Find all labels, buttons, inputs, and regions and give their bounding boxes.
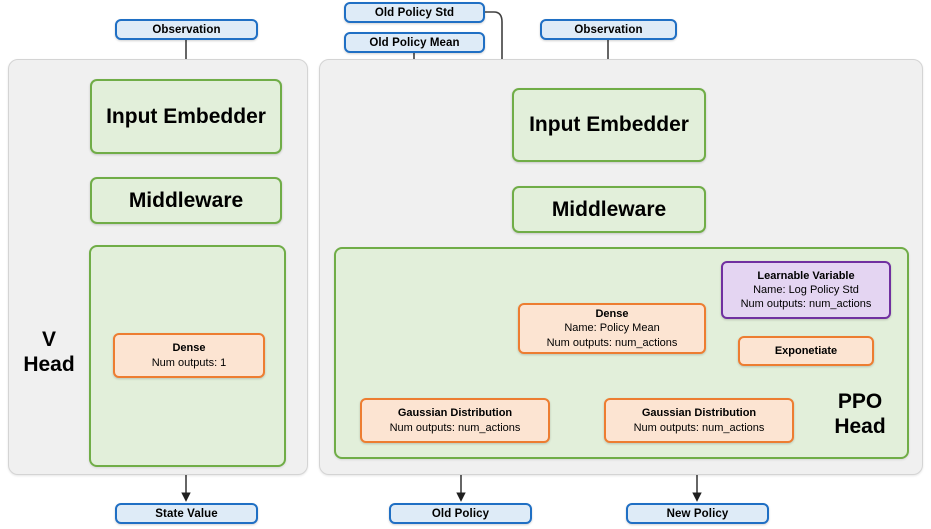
exponentiate-block[interactable]: Exponetiate: [738, 336, 874, 366]
dense-policy-mean[interactable]: Dense Name: Policy Mean Num outputs: num…: [518, 303, 706, 354]
dense-policy-mean-num-outputs: Num outputs: num_actions: [546, 336, 678, 349]
gaussian-distribution-new-policy[interactable]: Gaussian Distribution Num outputs: num_a…: [604, 398, 794, 443]
gaussian-old-title: Gaussian Distribution: [397, 407, 513, 420]
observation-input-ppo-head-label: Observation: [574, 23, 643, 36]
old-policy-mean-input-label: Old Policy Mean: [369, 36, 460, 49]
dense-v-head-num-outputs: Num outputs: 1: [151, 356, 227, 369]
observation-input-v-head[interactable]: Observation: [115, 19, 258, 40]
gaussian-distribution-old-policy[interactable]: Gaussian Distribution Num outputs: num_a…: [360, 398, 550, 443]
input-embedder-ppo-head-label: Input Embedder: [529, 113, 689, 136]
gaussian-new-num-outputs: Num outputs: num_actions: [633, 421, 765, 434]
v-head-label-line2: Head: [23, 352, 75, 376]
state-value-output-label: State Value: [155, 507, 218, 520]
dense-v-head[interactable]: Dense Num outputs: 1: [113, 333, 265, 378]
middleware-v-head-label: Middleware: [128, 188, 244, 212]
input-embedder-v-head-label: Input Embedder: [106, 104, 266, 128]
dense-policy-mean-name: Name: Policy Mean: [564, 322, 660, 335]
middleware-v-head[interactable]: Middleware: [90, 177, 282, 224]
ppo-head-label-line1: PPO: [837, 390, 883, 413]
old-policy-output[interactable]: Old Policy: [389, 503, 532, 524]
new-policy-output[interactable]: New Policy: [626, 503, 769, 524]
learnable-variable-num-outputs: Num outputs: num_actions: [740, 298, 872, 311]
learnable-variable-title: Learnable Variable: [757, 269, 855, 282]
v-head-label: V Head: [16, 328, 82, 378]
input-embedder-v-head[interactable]: Input Embedder: [90, 79, 282, 154]
v-head-label-line1: V: [41, 328, 56, 351]
dense-policy-mean-title: Dense: [595, 308, 629, 321]
gaussian-new-title: Gaussian Distribution: [641, 407, 757, 420]
input-embedder-ppo-head[interactable]: Input Embedder: [512, 88, 706, 162]
old-policy-std-input[interactable]: Old Policy Std: [344, 2, 485, 23]
ppo-head-label: PPO Head: [820, 390, 900, 440]
exponentiate-title: Exponetiate: [774, 344, 838, 357]
middleware-ppo-head[interactable]: Middleware: [512, 186, 706, 233]
dense-v-head-title: Dense: [172, 342, 206, 355]
observation-input-ppo-head[interactable]: Observation: [540, 19, 677, 40]
learnable-variable-name: Name: Log Policy Std: [753, 283, 859, 296]
old-policy-mean-input[interactable]: Old Policy Mean: [344, 32, 485, 53]
state-value-output[interactable]: State Value: [115, 503, 258, 524]
observation-input-v-head-label: Observation: [152, 23, 221, 36]
gaussian-old-num-outputs: Num outputs: num_actions: [389, 421, 521, 434]
middleware-ppo-head-label: Middleware: [551, 197, 667, 221]
new-policy-output-label: New Policy: [666, 507, 729, 520]
learnable-variable-log-policy-std[interactable]: Learnable Variable Name: Log Policy Std …: [721, 261, 891, 319]
old-policy-std-input-label: Old Policy Std: [374, 6, 455, 19]
ppo-head-label-line2: Head: [834, 414, 886, 438]
old-policy-output-label: Old Policy: [431, 507, 490, 520]
